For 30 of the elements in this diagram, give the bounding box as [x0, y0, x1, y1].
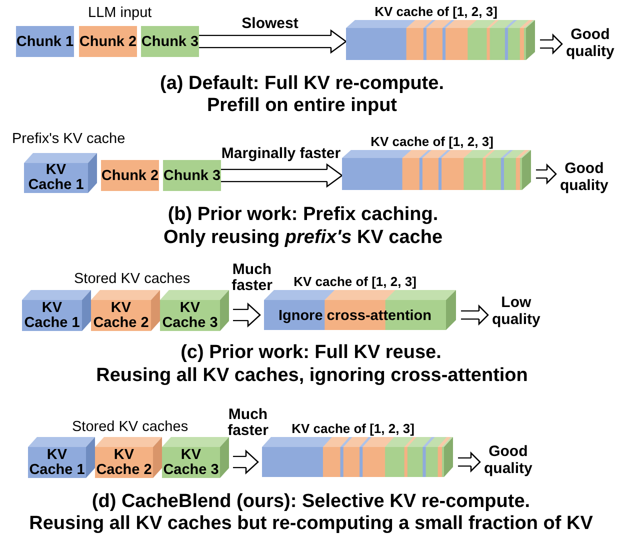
- edge-label: Much faster: [232, 262, 272, 294]
- cache-heading: KV cache of [1, 2, 3]: [370, 134, 494, 149]
- caption-subtitle: Reusing all KV caches, ignoring cross-attention: [96, 365, 528, 386]
- block-caption: Prefix's KV cache: [12, 131, 126, 148]
- caption-title: (c) Prior work: Full KV reuse.: [180, 342, 442, 363]
- caption-title: (b) Prior work: Prefix caching.: [168, 204, 438, 225]
- quality-label: Low quality: [492, 294, 540, 328]
- group-label: LLM input: [88, 5, 152, 22]
- caption-title: (a) Default: Full KV re-compute.: [160, 73, 444, 94]
- quality-label: Good quality: [560, 160, 608, 194]
- edge-label: Marginally faster: [221, 146, 341, 162]
- caption-subtitle: Prefill on entire input: [207, 95, 397, 116]
- chunk-box: Chunk 3: [141, 26, 199, 57]
- edge-label: Slowest: [242, 16, 298, 32]
- group-label: Stored KV caches: [74, 271, 190, 288]
- chunk-box: Chunk 3: [163, 160, 221, 191]
- caption-subtitle: Only reusing prefix's KV cache: [163, 227, 443, 248]
- chunk-box: Chunk 2: [79, 26, 137, 57]
- edge-label: Much faster: [228, 407, 268, 439]
- caption-subtitle: Reusing all KV caches but re-computing a small fraction of KV: [29, 513, 593, 534]
- chunk-box: Chunk 1: [16, 26, 74, 57]
- chunk-box: Chunk 2: [101, 160, 159, 191]
- cache-heading: KV cache of [1, 2, 3]: [294, 274, 416, 289]
- cache-heading: KV cache of [1, 2, 3]: [292, 421, 414, 436]
- bar-label: Ignore cross-attention: [278, 308, 432, 324]
- caption-title: (d) CacheBlend (ours): Selective KV re-compute.: [92, 491, 530, 512]
- quality-label: Good quality: [484, 443, 532, 477]
- group-label: Stored KV caches: [72, 419, 188, 436]
- quality-label: Good quality: [566, 26, 614, 60]
- cache-heading: KV cache of [1, 2, 3]: [374, 4, 498, 19]
